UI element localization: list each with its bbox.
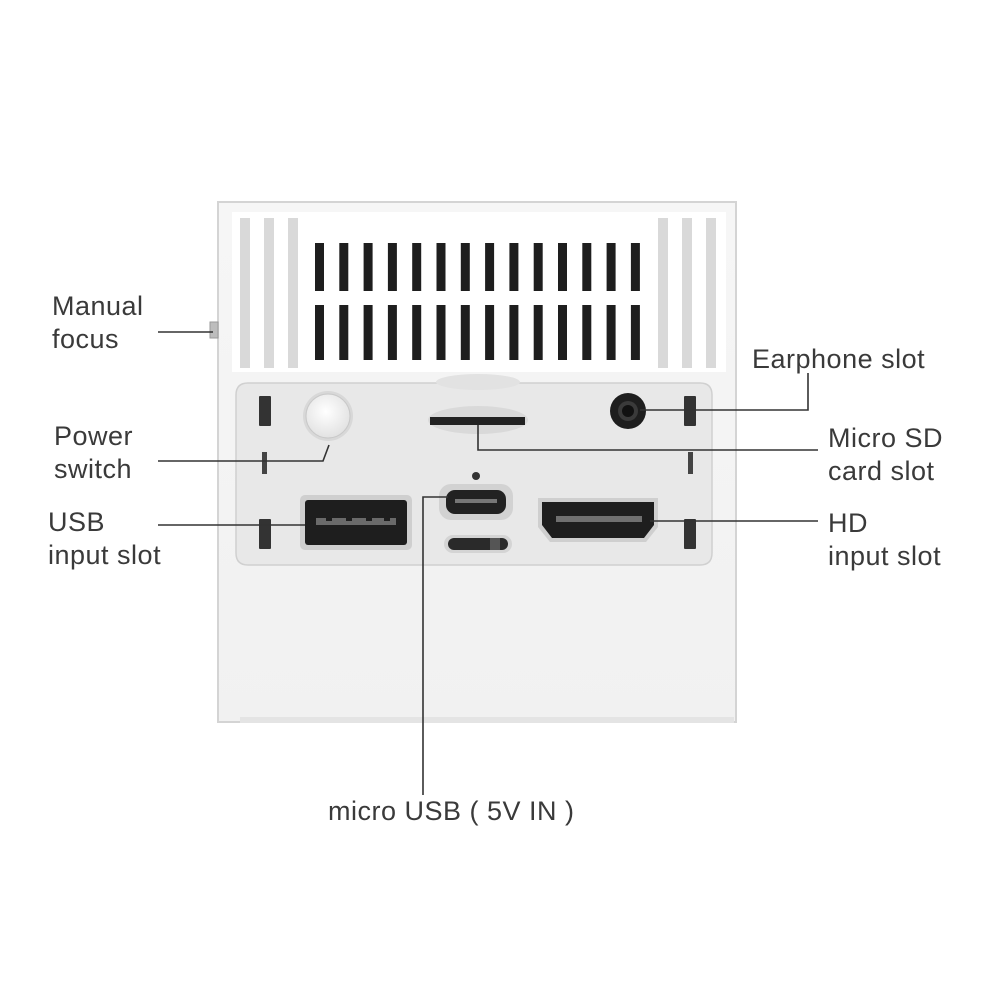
focus-knob-icon — [209, 321, 219, 339]
vent-slot — [363, 305, 373, 360]
micro-sd-slot-icon — [428, 406, 528, 434]
vent-slot — [606, 243, 616, 291]
vent-slot — [582, 305, 592, 360]
leader-micro-usb — [422, 496, 448, 795]
label-power-switch: Power switch — [54, 421, 134, 484]
vent-slot — [315, 305, 324, 360]
vent-slot — [460, 243, 470, 291]
vent-slot — [436, 305, 446, 360]
label-micro-sd-card-slot: Micro SD card slot — [828, 423, 944, 486]
status-led-icon — [472, 472, 480, 480]
vent-slot — [412, 305, 422, 360]
indicator-marks — [262, 452, 693, 474]
vent-slot — [387, 243, 397, 291]
micro-usb-port-icon — [439, 484, 513, 520]
leader-micro-sd — [477, 425, 818, 451]
vent-slot — [315, 243, 324, 291]
auxiliary-slot-icon — [444, 535, 512, 553]
earphone-jack-icon — [610, 393, 646, 429]
vent-slot — [485, 305, 495, 360]
vent-slot — [363, 243, 373, 291]
vent-slot — [533, 305, 543, 360]
vent-slot — [630, 305, 640, 360]
vent-slot — [509, 243, 519, 291]
vent-slot — [460, 305, 470, 360]
vent-slot — [339, 243, 349, 291]
usb-port-icon — [300, 495, 412, 550]
vent-slot — [412, 243, 422, 291]
vent-slot — [558, 243, 567, 291]
leader-lines — [158, 331, 818, 795]
label-manual-focus: Manual focus — [52, 291, 144, 354]
hdmi-port-icon — [538, 498, 658, 542]
vent-slot — [630, 243, 640, 291]
vent-slot — [533, 243, 543, 291]
leader-earphone — [640, 373, 809, 411]
vent-grille — [232, 212, 726, 372]
vent-slot — [509, 305, 519, 360]
vent-slot — [436, 243, 446, 291]
label-earphone-slot: Earphone slot — [752, 344, 926, 374]
label-micro-usb: micro USB ( 5V IN ) — [328, 796, 575, 826]
label-usb-input-slot: USB input slot — [48, 507, 162, 570]
vent-slot — [582, 243, 592, 291]
label-hd-input-slot: HD input slot — [828, 508, 942, 571]
power-button-icon — [303, 391, 353, 441]
vent-slot — [606, 305, 616, 360]
leader-power-switch — [158, 444, 330, 462]
vent-slot — [387, 305, 397, 360]
vent-slot — [558, 305, 567, 360]
panel-grip-slots — [259, 396, 696, 549]
vent-slot — [485, 243, 495, 291]
vent-slot — [339, 305, 349, 360]
